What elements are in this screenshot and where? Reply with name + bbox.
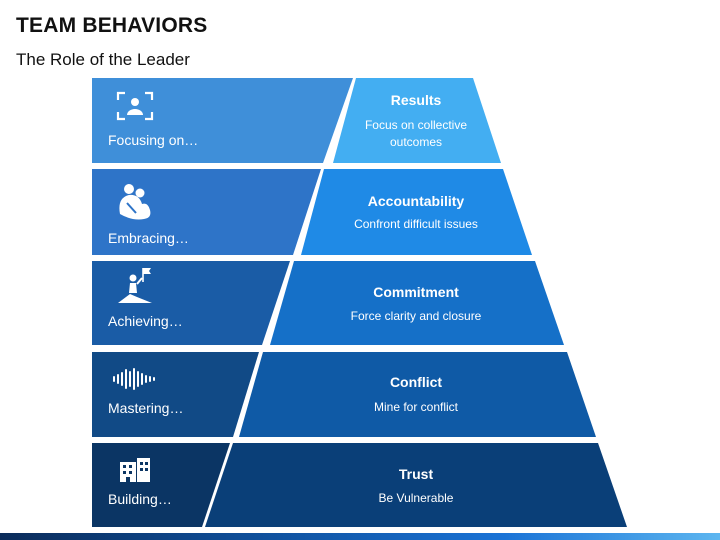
sound-wave-icon [113,368,155,390]
flag-summit-icon [118,268,152,303]
tier-heading: Results [391,92,442,108]
tier-left-label: Mastering… [108,400,183,416]
tier-left-label: Embracing… [108,230,189,246]
focus-person-icon [116,91,154,121]
tier-commitment: Achieving… Commitment Force clarity and … [92,261,564,345]
bottom-accent-bar [0,533,720,540]
tier-left-label: Building… [108,491,172,507]
page-subtitle: The Role of the Leader [16,50,190,69]
tier-pyramid-segment [270,261,564,345]
tier-pyramid-segment [301,169,532,255]
tier-description-line: Confront difficult issues [354,217,478,231]
tier-trust: Building… Trust Be Vulnerable [92,443,627,527]
tier-description-line: Mine for conflict [374,400,459,414]
tier-accountability: Embracing… Accountability Confront diffi… [92,169,532,255]
tier-heading: Trust [399,466,434,482]
tier-pyramid-segment [239,352,596,437]
tier-left-label: Achieving… [108,313,183,329]
tier-description-line: Be Vulnerable [379,491,454,505]
building-icon [120,458,150,482]
tier-left-panel [92,261,290,345]
tier-conflict: Mastering… Conflict Mine for conflict [92,352,596,437]
tier-heading: Conflict [390,374,442,390]
tier-left-panel [92,78,353,163]
tier-pyramid-segment [205,443,627,527]
tier-left-panel [92,352,259,437]
people-embrace-icon [119,184,151,220]
tier-description-line: Focus on collective [365,118,467,132]
tier-heading: Accountability [368,193,465,209]
tier-heading: Commitment [373,284,459,300]
tier-left-panel [92,169,321,255]
tier-description-line: Force clarity and closure [351,309,482,323]
page-title: TEAM BEHAVIORS [16,14,208,37]
tier-pyramid-segment [333,78,501,163]
tier-results: Focusing on… Results Focus on collective… [92,78,501,163]
tier-left-label: Focusing on… [108,132,198,148]
tier-description-line: outcomes [390,135,442,149]
